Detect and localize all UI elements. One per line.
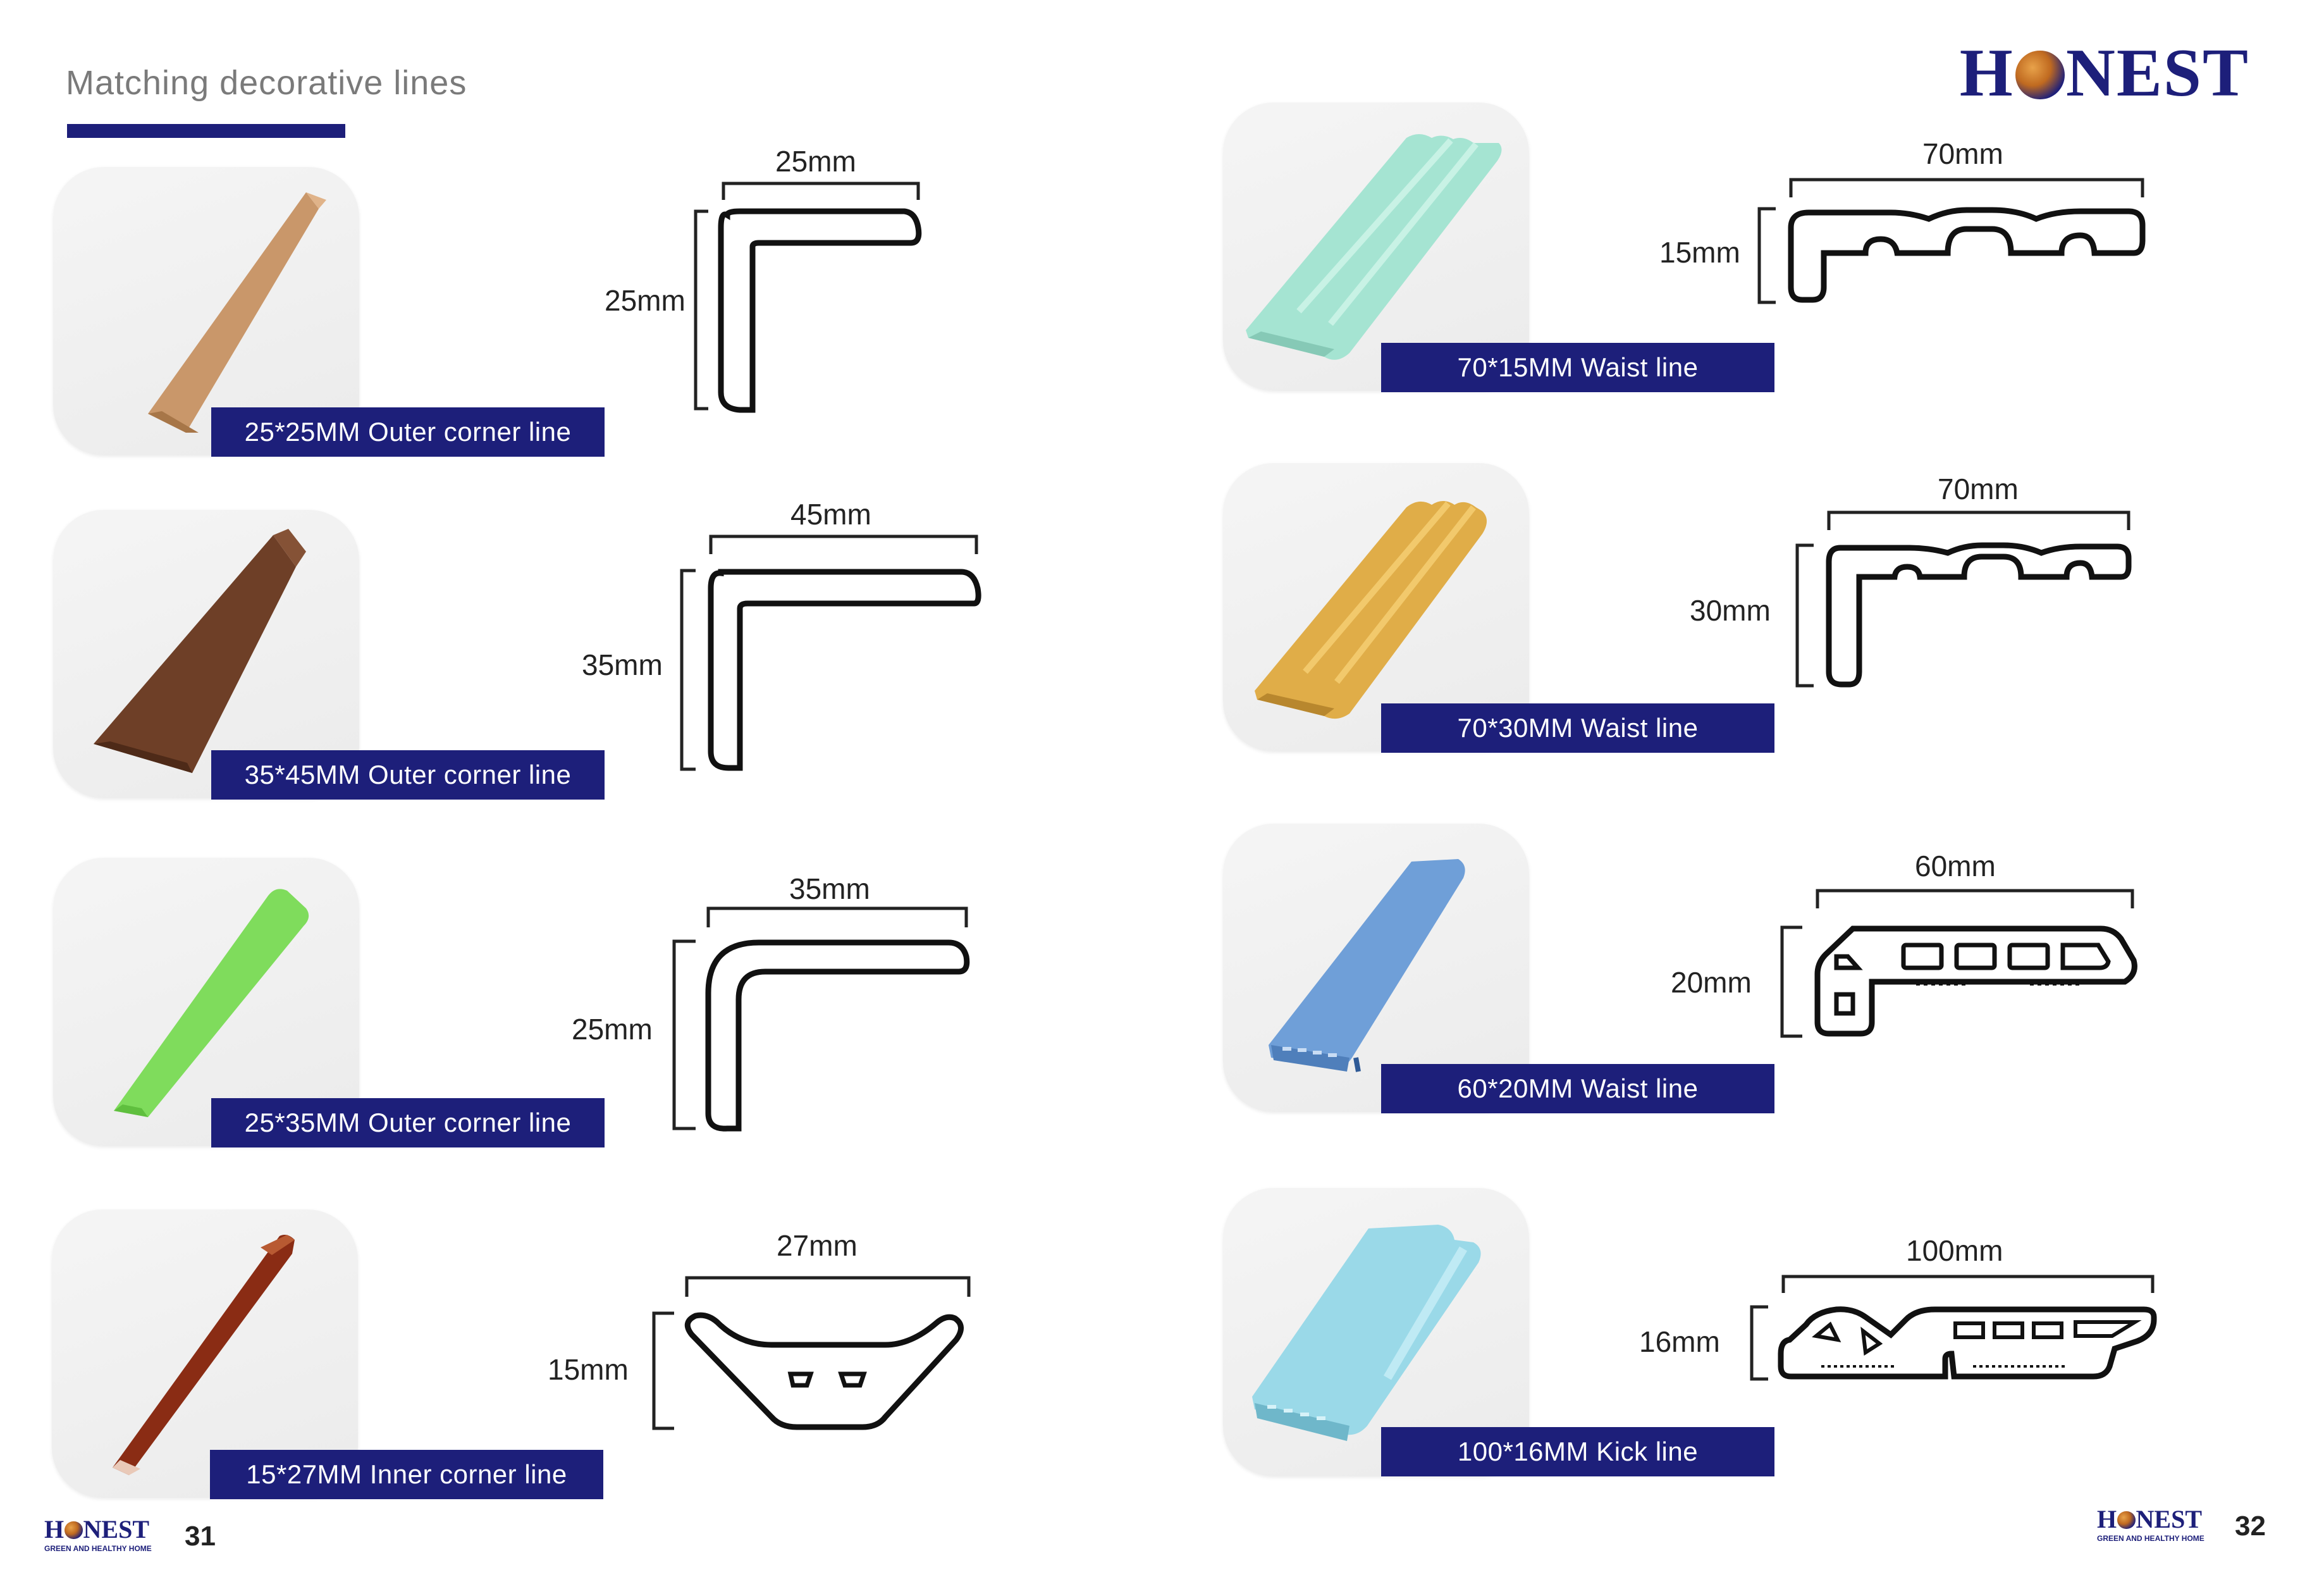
footer-right-tagline: GREEN AND HEALTHY HOME [2097,1534,2204,1543]
page-title: Matching decorative lines [66,64,467,102]
footer-right-logo: H NEST [2097,1504,2230,1534]
footer-right-brand-letter: H [2097,1505,2117,1533]
height-dimension-4: 15mm [548,1353,629,1386]
product-card-1 [53,167,359,455]
product-label-2: 35*45MM Outer corner line [211,750,605,800]
page-number-left: 31 [185,1521,216,1552]
width-dimension-2: 45mm [790,498,871,531]
height-dimension-2: 35mm [582,648,663,681]
brand-logo: H NEST [1960,34,2249,113]
product-card-3 [53,858,359,1146]
width-dimension-5: 70mm [1922,137,2003,170]
footer-right-brand-word: NEST [2136,1505,2203,1533]
page-number-right: 32 [2235,1511,2266,1542]
footer-left-logo: H NEST [44,1514,177,1544]
product-label-8: 100*16MM Kick line [1381,1427,1774,1476]
product-label-1: 25*25MM Outer corner line [211,407,605,457]
width-dimension-8: 100mm [1906,1234,2003,1267]
product-label-7: 60*20MM Waist line [1381,1064,1774,1113]
product-photo-7 [1269,859,1465,1072]
height-dimension-6: 30mm [1690,594,1771,627]
product-card-8 [1223,1188,1529,1476]
globe-icon [64,1521,83,1540]
footer-right-brand: H NEST GREEN AND HEALTHY HOME [2097,1504,2230,1543]
product-photo-4 [113,1235,295,1475]
footer-left-brand-letter: H [44,1515,65,1543]
width-dimension-6: 70mm [1938,473,2019,505]
product-label-5: 70*15MM Waist line [1381,343,1774,392]
product-photo-6 [1255,501,1487,719]
height-dimension-8: 16mm [1639,1325,1720,1358]
product-photo-8 [1252,1225,1481,1441]
product-label-3: 25*35MM Outer corner line [211,1098,605,1147]
footer-left-brand-word: NEST [83,1515,150,1543]
product-photo-1 [148,192,326,433]
product-label-6: 70*30MM Waist line [1381,703,1774,753]
footer-left-tagline: GREEN AND HEALTHY HOME [44,1544,152,1553]
brand-letter: H [1959,35,2014,111]
height-dimension-3: 25mm [572,1013,653,1046]
width-dimension-1: 25mm [775,145,856,178]
brand-word: NEST [2065,35,2249,111]
product-label-4: 15*27MM Inner corner line [210,1450,603,1499]
width-dimension-3: 35mm [789,872,870,905]
product-photo-5 [1246,134,1502,360]
title-underline [67,124,345,138]
product-photo-3 [114,889,309,1117]
width-dimension-7: 60mm [1915,850,1996,882]
footer-left-brand: H NEST GREEN AND HEALTHY HOME [44,1514,177,1553]
product-card-5 [1223,102,1529,391]
product-photo-2 [94,529,306,773]
height-dimension-1: 25mm [605,284,686,317]
height-dimension-7: 20mm [1671,966,1752,999]
height-dimension-5: 15mm [1659,236,1740,269]
globe-icon [2117,1511,2136,1530]
globe-icon [2015,50,2065,100]
width-dimension-4: 27mm [777,1229,858,1262]
